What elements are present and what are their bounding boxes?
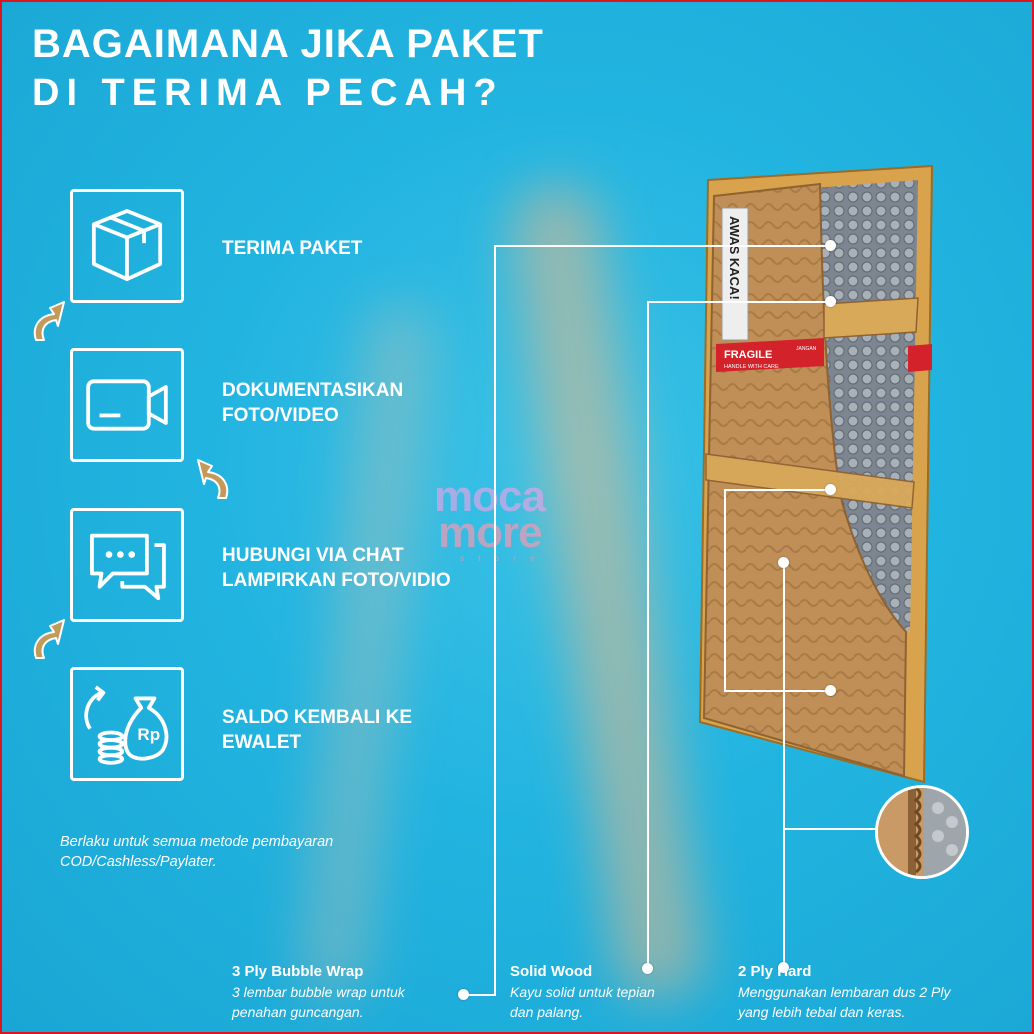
feature-bubble-wrap: 3 Ply Bubble Wrap 3 lembar bubble wrap u… [232, 962, 405, 1022]
packaging-illustration: AWAS KACA! FRAGILE HANDLE WITH CARE JANG… [698, 164, 934, 784]
feature-title: 3 Ply Bubble Wrap [232, 963, 364, 980]
callout-line-solid-wood [647, 301, 831, 303]
feature-2-ply-hard: 2 Ply Hard Menggunakan lembaran dus 2 Pl… [738, 962, 950, 1022]
feature-description: Menggunakan lembaran dus 2 Ply yang lebi… [738, 984, 951, 1020]
chat-icon [90, 533, 166, 601]
step-2-label: DOKUMENTASIKAN FOTO/VIDEO [222, 380, 404, 426]
fragile-tape-text: FRAGILE [724, 349, 772, 361]
feature-description: Kayu solid untuk tepian dan palang. [510, 984, 655, 1020]
page-title-line1: BAGAIMANA JIKA PAKET [32, 22, 544, 66]
callout-dot [825, 240, 836, 251]
callout-dot [458, 989, 469, 1000]
curved-arrow-icon [33, 301, 65, 341]
rupiah-symbol: Rp [137, 725, 160, 744]
callout-line-2ply [724, 489, 726, 691]
curved-arrow-icon [197, 459, 229, 499]
feature-description: 3 lembar bubble wrap untuk penahan gunca… [232, 984, 405, 1020]
video-camera-icon [86, 379, 168, 431]
callout-line-2ply [724, 690, 831, 692]
callout-dot [642, 963, 653, 974]
step-4-icon-box: Rp [70, 667, 184, 781]
callout-line-2ply [724, 489, 831, 491]
handle-with-care-text: HANDLE WITH CARE [724, 364, 779, 370]
feature-solid-wood: Solid Wood Kayu solid untuk tepian dan p… [510, 962, 655, 1022]
callout-line-bubble-wrap [494, 245, 831, 247]
watermark-line2: more [438, 508, 543, 557]
watermark-line1: moca [434, 472, 546, 521]
jangan-tape-text: JANGAN [796, 346, 817, 352]
callout-dot [825, 296, 836, 307]
background-blur-streak [505, 179, 709, 1005]
curved-arrow-icon [33, 619, 65, 659]
watermark-line3: s t o r e [460, 554, 541, 563]
step-3-label: HUBUNGI VIA CHAT LAMPIRKAN FOTO/VIDIO [222, 545, 451, 591]
step-3-icon-box [70, 508, 184, 622]
callout-line-bubble-wrap [464, 994, 496, 996]
callout-dot [778, 962, 789, 973]
step-2-icon-box [70, 348, 184, 462]
callout-dot [825, 484, 836, 495]
payment-note: Berlaku untuk semua metode pembayaran CO… [60, 834, 334, 870]
box-icon [91, 209, 163, 282]
cardboard-cross-section-zoom [875, 785, 969, 879]
step-1-label: TERIMA PAKET [222, 238, 363, 259]
page-title-line2: DI TERIMA PECAH? [32, 72, 504, 114]
callout-line-bubble-wrap [494, 245, 496, 996]
callout-line-2ply [783, 562, 785, 968]
feature-title: Solid Wood [510, 963, 593, 980]
store-watermark-logo: moca more s t o r e [434, 472, 609, 567]
money-refund-icon: Rp [84, 685, 169, 765]
callout-line-2ply [783, 828, 877, 830]
step-1-icon-box [70, 189, 184, 303]
callout-dot [778, 557, 789, 568]
callout-line-solid-wood [647, 301, 649, 969]
warning-tape-text: AWAS KACA! [727, 216, 742, 300]
step-4-label: SALDO KEMBALI KE EWALET [222, 707, 412, 753]
callout-dot [825, 685, 836, 696]
feature-title: 2 Ply Hard [738, 963, 812, 980]
